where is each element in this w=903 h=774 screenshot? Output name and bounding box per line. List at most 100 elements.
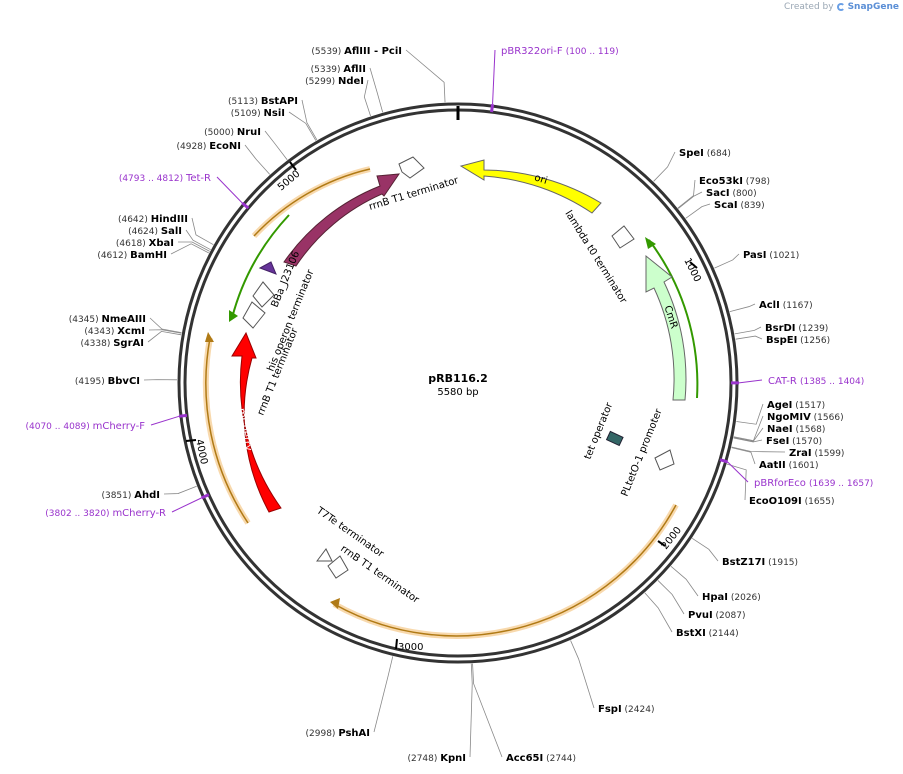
site-acli: AclI (1167)	[729, 300, 813, 313]
site-label: (4642) HindIII	[118, 214, 188, 225]
site-label: Acc65I (2744)	[506, 753, 576, 764]
site-coord: (4618)	[116, 239, 149, 249]
site-fsei: FseI (1570)	[733, 436, 822, 447]
t7te-terminator-arrow	[316, 548, 333, 562]
site-label: SacI (800)	[706, 188, 757, 199]
site-coord: (2026)	[728, 593, 761, 603]
site-label: ZraI (1599)	[789, 448, 844, 459]
site-kpni: (2748) KpnI	[407, 663, 473, 764]
site-name: FspI	[598, 704, 622, 715]
site-coord: (1566)	[811, 413, 844, 423]
plasmid-length: 5580 bp	[437, 387, 478, 398]
primer-range: (1385 .. 1404)	[800, 377, 864, 387]
site-label: PasI (1021)	[743, 250, 799, 261]
primer-name: mCherry-R	[112, 508, 166, 519]
primer-bind-arc-top-line	[253, 168, 371, 237]
site-name: BstZ17I	[722, 557, 765, 568]
site-aflii: (5339) AflII	[311, 64, 384, 113]
site-coord: (5539)	[311, 47, 344, 57]
site-coord: (5000)	[204, 128, 237, 138]
site-label: BspEI (1256)	[766, 335, 830, 346]
site-label: (2748) KpnI	[407, 753, 466, 764]
site-line	[288, 111, 317, 141]
primer-line	[492, 49, 496, 105]
site-coord: (2144)	[706, 629, 739, 639]
site-line	[657, 580, 685, 615]
site-name: AgeI	[767, 400, 792, 411]
site-label: (5339) AflII	[311, 64, 366, 75]
site-coord: (1167)	[780, 301, 813, 311]
site-coord: (4624)	[128, 227, 161, 237]
site-line	[670, 565, 699, 597]
tick-label-5000: 5000	[276, 169, 303, 194]
site-xcmi: (4343) XcmI	[84, 326, 182, 337]
snapgene-credit: Created by SnapGene	[784, 2, 899, 12]
pltet-label: PLtetO-1 promoter	[620, 407, 665, 498]
site-label: (4345) NmeAIII	[69, 314, 146, 325]
site-name: NmeAIII	[102, 314, 146, 325]
site-name: BstAPI	[261, 96, 298, 107]
site-agei: AgeI (1517)	[736, 400, 825, 425]
site-name: NgoMIV	[767, 412, 811, 423]
site-ndei: (5299) NdeI	[305, 76, 371, 117]
site-name: AclI	[759, 300, 780, 311]
ori-label: ori	[533, 172, 549, 186]
primer-name: CAT-R	[768, 376, 800, 387]
primer-line	[738, 379, 763, 384]
site-coord: (2998)	[306, 729, 339, 739]
primer-label: (3802 .. 3820) mCherry-R	[45, 508, 166, 519]
site-name: AatII	[759, 460, 786, 471]
site-label: (3851) AhdI	[101, 490, 160, 501]
site-coord: (1570)	[789, 437, 822, 447]
primer-label: pBR322ori-F (100 .. 119)	[501, 46, 619, 57]
site-coord: (1256)	[797, 336, 830, 346]
pltet-promoter-arrow	[654, 449, 675, 471]
site-coord: (1601)	[786, 461, 819, 471]
primer-line	[150, 415, 180, 426]
site-label: BstZ17I (1915)	[722, 557, 798, 568]
site-line	[733, 415, 764, 442]
site-econi: (4928) EcoNI	[176, 141, 271, 175]
site-coord: (5339)	[311, 65, 344, 75]
his-operon-terminator-arrow	[252, 281, 275, 308]
site-nsii: (5109) NsiI	[231, 108, 317, 141]
site-name: BbvCI	[108, 376, 140, 387]
site-name: ScaI	[714, 200, 738, 211]
primer-label: (4793 .. 4812) Tet-R	[119, 173, 211, 184]
site-name: PasI	[743, 250, 766, 261]
site-label: ScaI (839)	[714, 200, 765, 211]
tick-2000	[657, 540, 666, 547]
site-saci: SacI (800)	[678, 188, 757, 209]
site-hindiii: (4642) HindIII	[118, 214, 214, 246]
site-name: XbaI	[149, 238, 174, 249]
tetR-feature	[283, 173, 401, 267]
site-coord: (798)	[743, 177, 770, 187]
mCherry-feature	[231, 331, 282, 513]
site-hpai: HpaI (2026)	[670, 565, 761, 603]
site-coord: (684)	[704, 149, 731, 159]
site-name: KpnI	[440, 753, 466, 764]
site-coord: (4345)	[69, 315, 102, 325]
site-line	[469, 663, 473, 758]
snapgene-logo-icon	[836, 3, 845, 11]
site-label: AgeI (1517)	[767, 400, 825, 411]
site-bsrdi: BsrDI (1239)	[734, 323, 828, 335]
primer-mark	[719, 458, 729, 464]
site-line	[363, 79, 371, 117]
site-name: Acc65I	[506, 753, 543, 764]
site-coord: (1655)	[802, 497, 835, 507]
site-coord: (4642)	[118, 215, 151, 225]
site-naei: NaeI (1568)	[733, 424, 825, 442]
rrnB-left-terminator-arrow	[242, 301, 266, 329]
tick-label-4000: 4000	[193, 438, 209, 465]
site-line	[735, 335, 763, 340]
site-label: PvuI (2087)	[688, 610, 745, 621]
tick-label-1000: 1000	[681, 256, 702, 284]
site-line	[369, 67, 384, 113]
site-line	[733, 437, 763, 443]
site-name: AflII	[343, 64, 366, 75]
site-line	[685, 203, 711, 219]
site-label: BstXI (2144)	[676, 628, 739, 639]
site-xbai: (4618) XbaI	[116, 238, 210, 252]
primer-mark	[490, 103, 495, 113]
